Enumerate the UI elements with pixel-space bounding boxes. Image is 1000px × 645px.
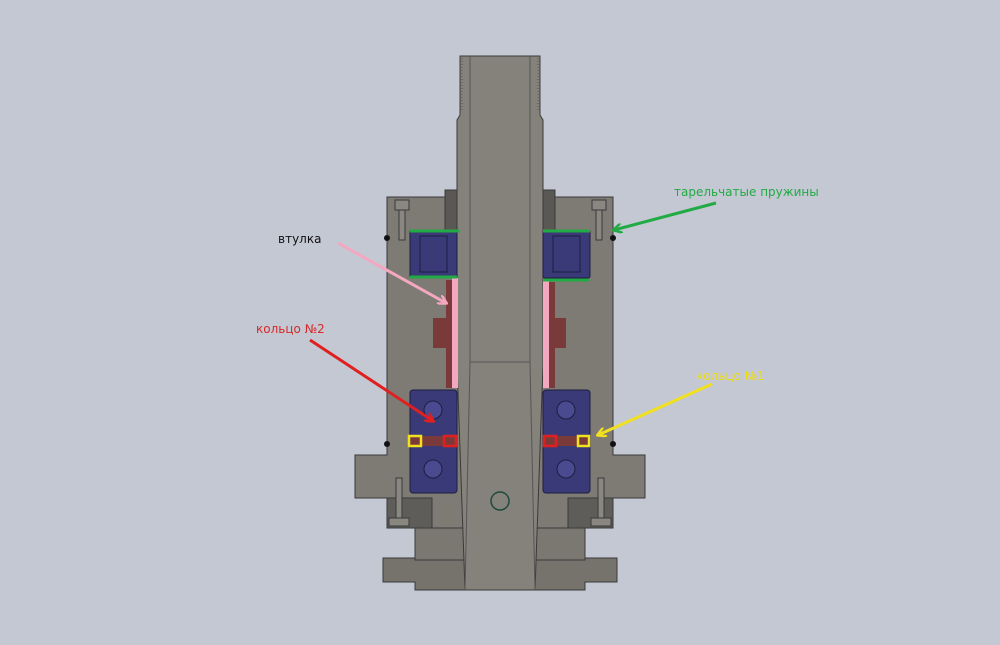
ring1-arrow: [598, 382, 713, 435]
ring2-marker-left: [442, 434, 458, 448]
sleeve-right: [543, 280, 549, 388]
label-sleeve: втулка: [278, 232, 322, 246]
upper-bearing-left: [409, 229, 458, 279]
bolt: [394, 199, 410, 211]
sleeve-left: [452, 278, 458, 388]
upper-bearing-right: [542, 229, 591, 279]
ring1-marker-right: [576, 434, 591, 448]
label-ring2: кольцо №2: [256, 322, 325, 336]
label-springs: тарельчатые пружины: [674, 185, 819, 199]
spacer-left: [433, 318, 450, 348]
ring2-marker-right: [542, 434, 558, 448]
ring2-arrow: [309, 338, 433, 421]
springs-arrow: [614, 201, 717, 230]
ring1-marker-left: [407, 434, 423, 448]
hole: [490, 491, 510, 511]
bolt: [591, 199, 607, 211]
label-ring1: кольцо №1: [696, 369, 765, 383]
sleeve-arrow: [337, 241, 446, 303]
